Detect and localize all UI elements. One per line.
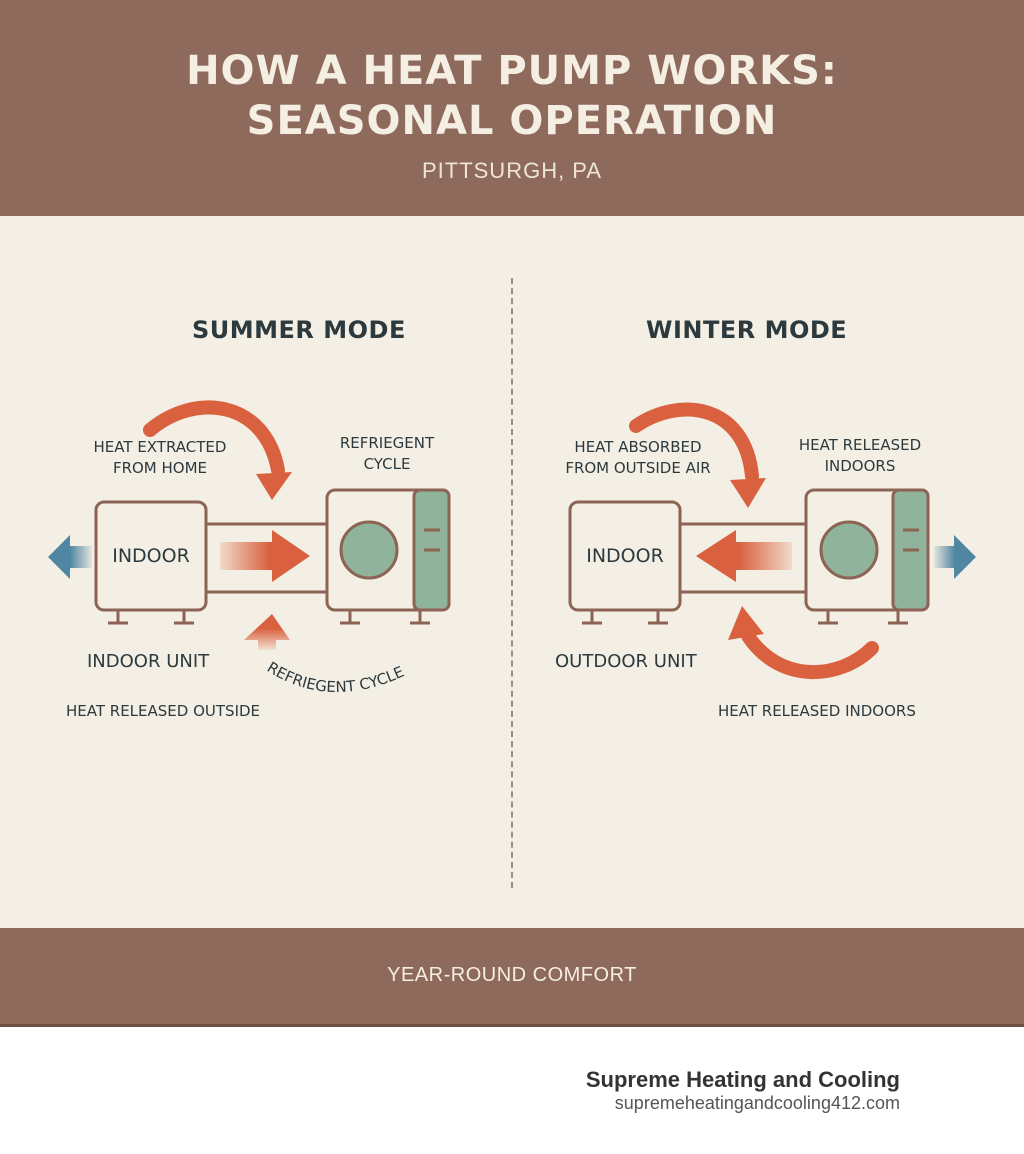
- summer-curved-refrigerant-label: REFRIEGENT CYCLE: [264, 658, 407, 696]
- winter-heat-released-line-2: INDOORS: [824, 457, 896, 475]
- winter-heat-absorbed-line-2: FROM OUTSIDE AIR: [565, 459, 711, 477]
- summer-indoor-unit-caption: INDOOR UNIT: [87, 651, 210, 672]
- winter-curved-arrow-top: [629, 402, 759, 483]
- winter-heat-flow-arrow: [696, 530, 792, 582]
- summer-indoor-unit-icon: [94, 500, 208, 625]
- title-line-2: SEASONAL OPERATION: [246, 98, 778, 144]
- header-band: HOW A HEAT PUMP WORKS: SEASONAL OPERATIO…: [0, 0, 1024, 216]
- winter-curved-arrow-bottom: [741, 629, 879, 680]
- page-title: HOW A HEAT PUMP WORKS: SEASONAL OPERATIO…: [0, 46, 1024, 146]
- winter-heat-released-indoors-label: HEAT RELEASED INDOORS: [718, 702, 916, 720]
- winter-heat-absorbed-label: HEAT ABSORBED FROM OUTSIDE AIR: [558, 437, 718, 479]
- location-subtitle: PITTSURGH, PA: [421, 158, 603, 183]
- winter-outdoor-unit-caption: OUTDOOR UNIT: [555, 651, 697, 672]
- winter-diagram: [568, 402, 976, 680]
- summer-mode-title: SUMMER MODE: [192, 316, 406, 344]
- winter-mode-title: WINTER MODE: [646, 316, 848, 344]
- summer-diagram: [48, 400, 451, 650]
- summer-outdoor-unit-icon: [325, 488, 451, 625]
- brand-url[interactable]: supremeheatingandcooling412.com: [614, 1093, 900, 1113]
- summer-indoor-unit-text: INDOOR: [112, 545, 190, 567]
- footer-tagline: YEAR-ROUND COMFORT: [387, 964, 637, 986]
- brand-bar: Supreme Heating and Cooling supremeheati…: [0, 1027, 1024, 1154]
- summer-heat-extracted-label: HEAT EXTRACTED FROM HOME: [80, 437, 240, 479]
- winter-heat-absorbed-line-1: HEAT ABSORBED: [574, 438, 702, 456]
- summer-heat-extracted-line-1: HEAT EXTRACTED: [93, 438, 227, 456]
- summer-curved-arrow-top-head: [256, 472, 292, 500]
- summer-curved-arrow-top: [143, 400, 285, 477]
- winter-curved-arrow-top-head: [730, 478, 766, 508]
- center-divider: [511, 278, 513, 888]
- winter-heat-released-line-1: HEAT RELEASED: [798, 436, 922, 454]
- summer-cool-air-arrow: [48, 535, 92, 579]
- summer-heat-extracted-line-2: FROM HOME: [112, 459, 208, 477]
- summer-heat-flow-arrow: [220, 530, 310, 582]
- brand-name: Supreme Heating and Cooling: [585, 1067, 900, 1092]
- winter-refrigerant-pipes: [680, 522, 806, 594]
- summer-heat-released-outside-label: HEAT RELEASED OUTSIDE: [66, 702, 261, 720]
- summer-up-arrow: [244, 614, 290, 650]
- winter-curved-arrow-bottom-head: [728, 606, 764, 640]
- winter-warm-air-arrow: [934, 535, 976, 579]
- summer-refrigerant-line-2: CYCLE: [363, 455, 411, 473]
- summer-refrigerant-label: REFRIEGENT CYCLE: [322, 433, 452, 475]
- summer-refrigerant-line-1: REFRIEGENT: [339, 434, 435, 452]
- footer-band: YEAR-ROUND COMFORT: [0, 928, 1024, 1027]
- summer-refrigerant-pipes: [206, 522, 327, 594]
- winter-heat-released-label: HEAT RELEASED INDOORS: [790, 435, 930, 477]
- winter-outdoor-unit-icon: [804, 488, 930, 625]
- title-line-1: HOW A HEAT PUMP WORKS:: [186, 48, 838, 94]
- winter-indoor-unit-icon: [568, 500, 682, 625]
- winter-indoor-unit-text: INDOOR: [586, 545, 664, 567]
